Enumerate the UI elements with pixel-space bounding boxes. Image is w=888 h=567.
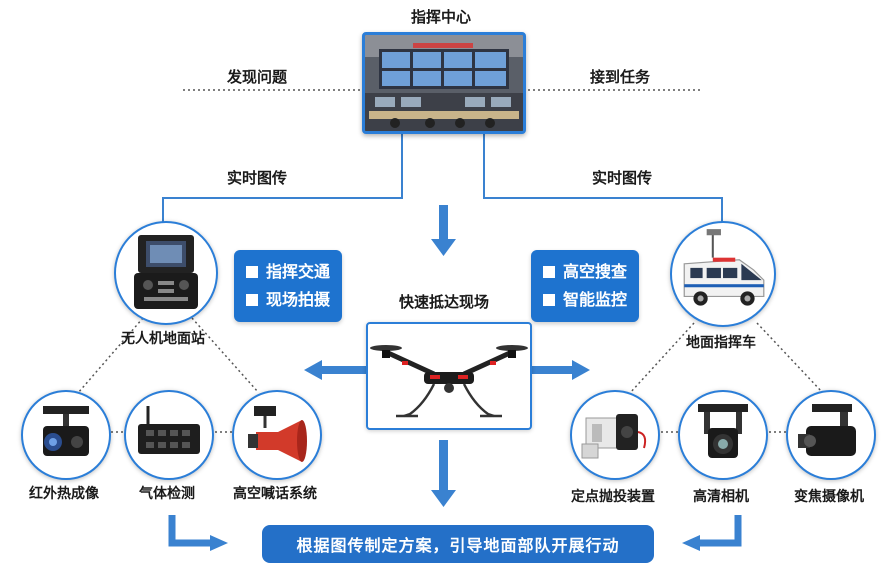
hd-camera-image	[678, 390, 768, 480]
drop-device-image	[570, 390, 660, 480]
payload-label-hd-camera: 高清相机	[693, 489, 749, 505]
gas-detector-image	[124, 390, 214, 480]
tag-text: 指挥交通	[266, 262, 331, 281]
discover-label: 发现问题	[227, 68, 288, 86]
tag-item: 指挥交通	[246, 258, 330, 286]
realtime-left-label: 实时图传	[227, 169, 288, 187]
command-center-title: 指挥中心	[410, 8, 472, 26]
action-plan-banner: 根据图传制定方案，引导地面部队开展行动	[262, 525, 654, 563]
tag-item: 高空搜查	[543, 258, 627, 286]
command-vehicle-label: 地面指挥车	[686, 335, 756, 351]
right-function-tags: 高空搜查 智能监控	[531, 250, 640, 322]
command-center-image	[362, 32, 526, 134]
ground-station-image	[114, 221, 218, 325]
tag-item: 现场拍摄	[246, 286, 330, 314]
command-vehicle-image	[670, 221, 776, 327]
loudspeaker-image	[232, 390, 322, 480]
tag-text: 现场拍摄	[266, 290, 331, 309]
arrive-scene-label: 快速抵达现场	[398, 293, 490, 311]
infrared-camera-image	[21, 390, 111, 480]
tag-text: 高空搜查	[563, 262, 628, 281]
receive-task-label: 接到任务	[590, 68, 651, 86]
ground-station-label: 无人机地面站	[121, 331, 205, 347]
zoom-camera-image	[786, 390, 876, 480]
tag-item: 智能监控	[543, 286, 627, 314]
left-function-tags: 指挥交通 现场拍摄	[234, 250, 343, 322]
payload-label-infrared: 红外热成像	[29, 486, 99, 502]
realtime-right-label: 实时图传	[592, 169, 653, 187]
payload-label-loudspeaker: 高空喊话系统	[233, 486, 317, 502]
drone-image	[366, 322, 532, 430]
payload-label-drop: 定点抛投装置	[571, 489, 655, 505]
payload-label-gas: 气体检测	[139, 486, 195, 502]
tag-text: 智能监控	[563, 290, 628, 309]
payload-label-zoom-camera: 变焦摄像机	[794, 489, 864, 505]
